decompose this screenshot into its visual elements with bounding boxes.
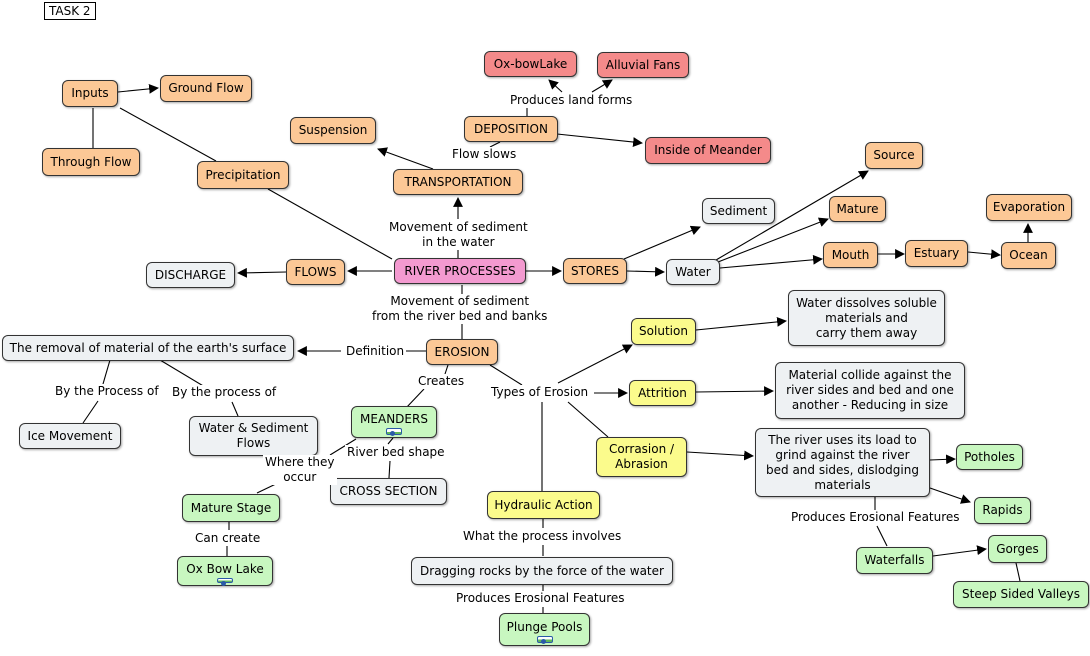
link-produces-erosional-features-2: Produces Erosional Features xyxy=(454,591,627,606)
link-can-create: Can create xyxy=(193,531,263,546)
precipitation-node[interactable]: Precipitation xyxy=(197,161,289,189)
sediment-node[interactable]: Sediment xyxy=(702,198,775,224)
ground-flow-node[interactable]: Ground Flow xyxy=(160,75,252,102)
waterfalls-node[interactable]: Waterfalls xyxy=(856,547,933,574)
potholes-node[interactable]: Potholes xyxy=(956,444,1023,470)
task-label: TASK 2 xyxy=(44,2,96,20)
ox-bow-lake-label: Ox Bow Lake xyxy=(186,562,264,576)
cross-section-node[interactable]: CROSS SECTION xyxy=(330,478,447,505)
dragging-rocks-node[interactable]: Dragging rocks by the force of the water xyxy=(411,557,673,585)
image-icon[interactable] xyxy=(217,578,233,586)
mouth-node[interactable]: Mouth xyxy=(823,242,878,268)
water-node[interactable]: Water xyxy=(666,259,720,285)
link-by-process-of-1: By the Process of xyxy=(53,384,161,399)
link-river-bed-shape: River bed shape xyxy=(345,445,447,460)
image-icon[interactable] xyxy=(536,636,553,644)
link-movement-from-bed: Movement of sediment from the river bed … xyxy=(370,294,550,324)
link-produces-land-forms: Produces land forms xyxy=(508,93,635,108)
link-creates: Creates xyxy=(416,374,467,389)
corrasion-description-node[interactable]: The river uses its load to grind against… xyxy=(755,428,930,497)
alluvial-fans-node[interactable]: Alluvial Fans xyxy=(597,52,689,78)
link-movement-in-water: Movement of sediment in the water xyxy=(387,220,530,250)
corrasion-node[interactable]: Corrasion / Abrasion xyxy=(596,437,687,477)
ox-bow-lake-node[interactable]: Ox Bow Lake xyxy=(177,556,273,586)
ocean-node[interactable]: Ocean xyxy=(1001,242,1056,269)
image-icon[interactable] xyxy=(386,428,402,436)
inside-meander-node[interactable]: Inside of Meander xyxy=(645,137,771,164)
link-where-they-occur: Where they occur xyxy=(263,455,337,485)
attrition-node[interactable]: Attrition xyxy=(629,380,696,406)
hydraulic-action-node[interactable]: Hydraulic Action xyxy=(487,491,600,519)
steep-sided-valleys-node[interactable]: Steep Sided Valleys xyxy=(953,581,1089,608)
suspension-node[interactable]: Suspension xyxy=(290,117,376,144)
oxbow-lake-node[interactable]: Ox-bowLake xyxy=(484,51,577,77)
stores-node[interactable]: STORES xyxy=(563,258,627,284)
evaporation-node[interactable]: Evaporation xyxy=(986,194,1072,221)
link-produces-erosional-features-1: Produces Erosional Features xyxy=(789,510,962,525)
gorges-node[interactable]: Gorges xyxy=(988,535,1047,563)
river-processes-node[interactable]: RIVER PROCESSES xyxy=(394,258,526,284)
link-types-of-erosion: Types of Erosion xyxy=(489,385,591,400)
transportation-node[interactable]: TRANSPORTATION xyxy=(393,169,523,195)
link-flow-slows: Flow slows xyxy=(450,147,519,162)
plunge-pools-node[interactable]: Plunge Pools xyxy=(499,613,590,646)
inputs-node[interactable]: Inputs xyxy=(62,80,118,107)
ice-movement-node[interactable]: Ice Movement xyxy=(19,423,121,449)
removal-definition-node[interactable]: The removal of material of the earth's s… xyxy=(2,335,294,361)
source-node[interactable]: Source xyxy=(865,142,923,169)
solution-description-node[interactable]: Water dissolves soluble materials and ca… xyxy=(788,290,945,346)
solution-node[interactable]: Solution xyxy=(631,318,696,345)
link-definition: Definition xyxy=(344,344,407,359)
erosion-node[interactable]: EROSION xyxy=(426,339,498,365)
rapids-node[interactable]: Rapids xyxy=(974,497,1031,524)
plunge-pools-label: Plunge Pools xyxy=(506,620,583,634)
estuary-node[interactable]: Estuary xyxy=(905,240,968,267)
link-what-process-involves: What the process involves xyxy=(461,529,624,544)
mature-stage-node[interactable]: Mature Stage xyxy=(182,494,280,522)
attrition-description-node[interactable]: Material collide against the river sides… xyxy=(775,362,965,419)
mature-node[interactable]: Mature xyxy=(829,196,886,222)
deposition-node[interactable]: DEPOSITION xyxy=(464,116,558,142)
link-by-process-of-2: By the process of xyxy=(170,385,279,400)
flows-node[interactable]: FLOWS xyxy=(286,259,345,285)
discharge-node[interactable]: DISCHARGE xyxy=(146,262,235,288)
water-sediment-flows-node[interactable]: Water & Sediment Flows xyxy=(189,416,318,456)
meanders-label: MEANDERS xyxy=(360,412,428,426)
through-flow-node[interactable]: Through Flow xyxy=(42,148,140,176)
meanders-node[interactable]: MEANDERS xyxy=(351,406,437,438)
